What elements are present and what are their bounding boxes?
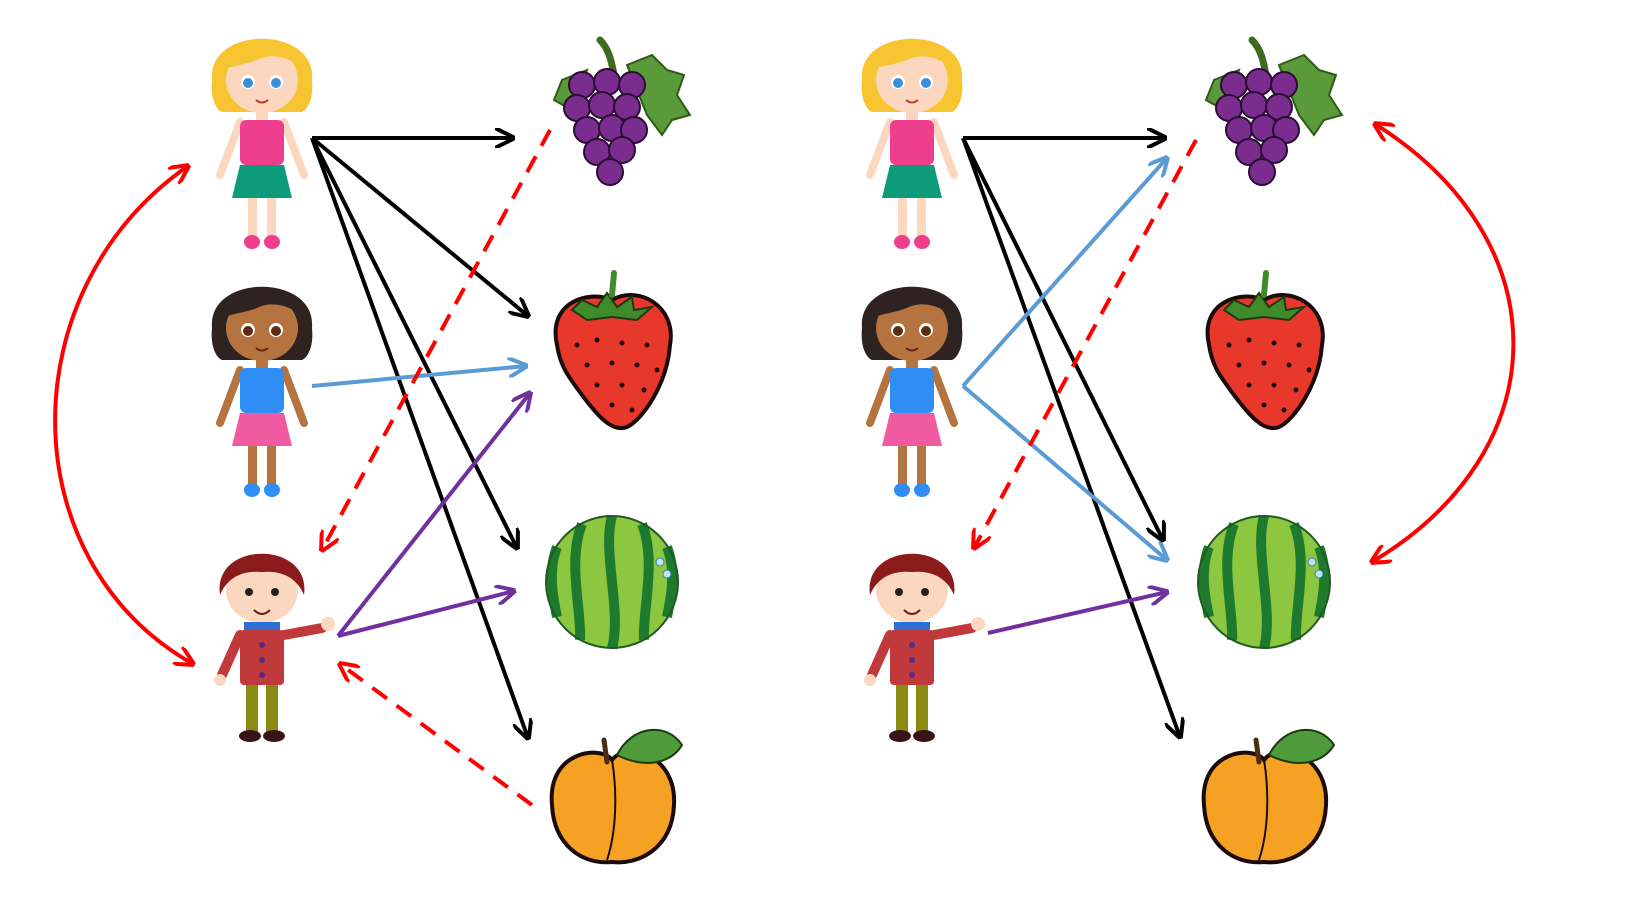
recommend-grapes-boy bbox=[322, 129, 552, 550]
edge-boy-strawberry bbox=[336, 393, 530, 638]
strawberry-icon bbox=[1208, 273, 1323, 428]
edge-blonde-peach bbox=[961, 137, 1180, 737]
edge-darkhair-watermelon bbox=[961, 384, 1167, 560]
girl-blonde-icon bbox=[212, 39, 313, 249]
edge-blonde-strawberry bbox=[310, 136, 528, 316]
panel-item-based bbox=[862, 39, 1516, 863]
similarity-arc-items bbox=[1372, 124, 1516, 562]
similarity-arc-users bbox=[53, 166, 193, 664]
boy-icon bbox=[864, 554, 985, 742]
edge-blonde-watermelon bbox=[961, 137, 1163, 540]
peach-icon bbox=[552, 730, 682, 863]
edge-darkhair-grapes bbox=[961, 158, 1167, 388]
grapes-icon bbox=[554, 40, 690, 185]
recommend-peach-boy bbox=[340, 664, 534, 807]
boy-icon bbox=[214, 554, 335, 742]
peach-icon bbox=[1204, 730, 1334, 863]
edge-darkhair-strawberry bbox=[311, 366, 526, 388]
edge-blonde-peach bbox=[310, 137, 528, 738]
watermelon-icon bbox=[1198, 516, 1330, 648]
panel-user-based bbox=[53, 39, 690, 863]
edge-blonde-watermelon bbox=[310, 137, 517, 548]
watermelon-icon bbox=[546, 516, 678, 648]
girl-blonde-icon bbox=[862, 39, 963, 249]
edge-boy-watermelon bbox=[337, 591, 514, 638]
grapes-icon bbox=[1206, 40, 1342, 185]
girl-dark-hair-icon bbox=[862, 287, 963, 497]
girl-dark-hair-icon bbox=[212, 287, 313, 497]
recommend-grapes-boy bbox=[974, 139, 1198, 548]
strawberry-icon bbox=[556, 273, 671, 428]
edge-boy-watermelon bbox=[987, 592, 1167, 635]
